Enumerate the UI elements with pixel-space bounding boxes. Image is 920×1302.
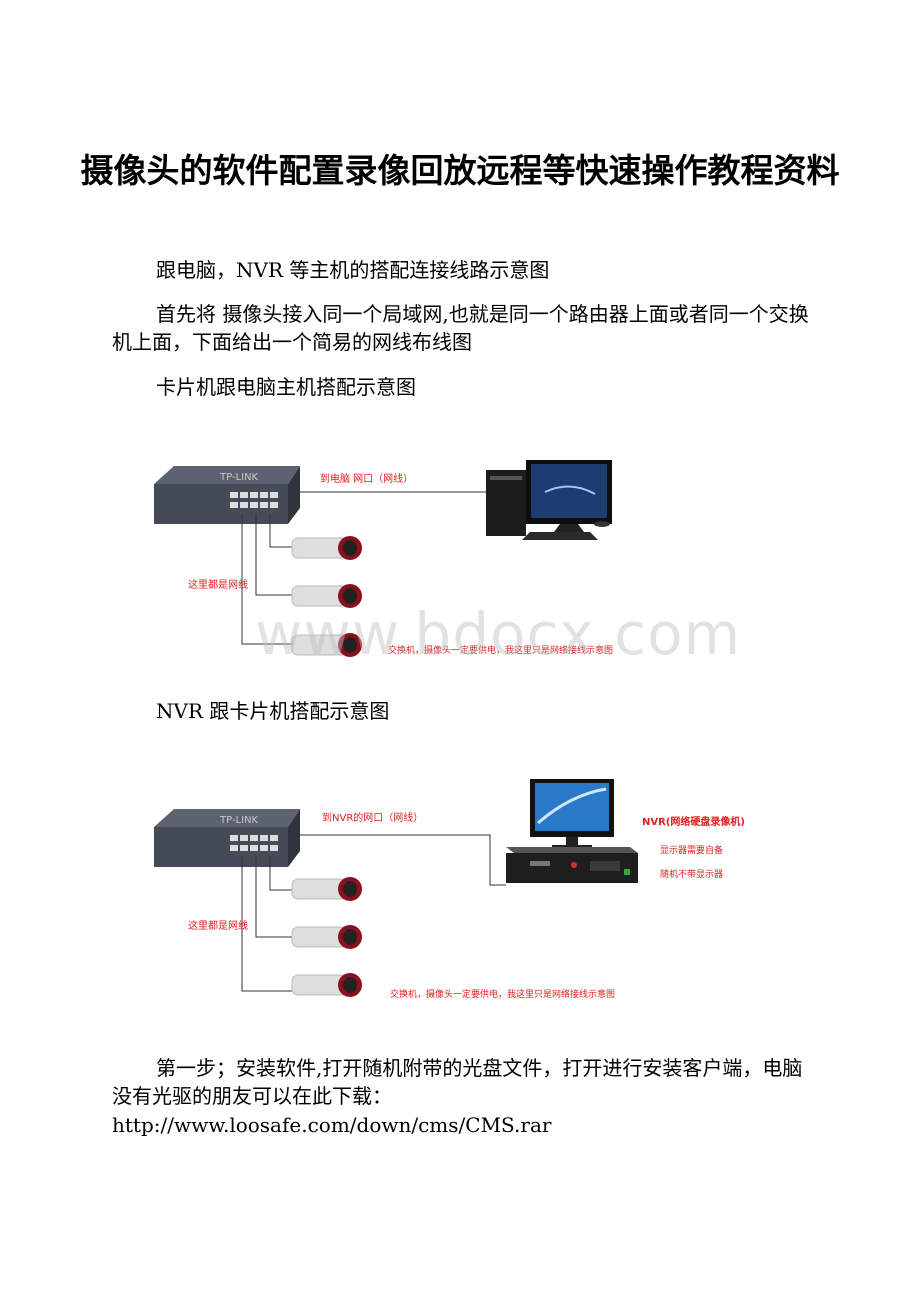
watermark: www.bdocx.com	[255, 600, 742, 668]
monitor-icon	[530, 779, 614, 849]
label-cables: 这里都是网线	[188, 578, 248, 591]
paragraph-lan: 首先将 摄像头接入同一个局域网,也就是同一个路由器上面或者同一个交换机上面，下面…	[112, 302, 809, 354]
nvr-note-monitor: 显示器需要自备	[660, 844, 723, 856]
camera-icon	[291, 584, 362, 608]
network-switch-icon: TP-LINK	[154, 466, 300, 524]
label-cables: 这里都是网线	[188, 919, 248, 932]
label-to-nvr: 到NVR的网口（网线）	[322, 811, 423, 824]
camera-icon	[291, 536, 362, 560]
label-note: 交换机，摄像头一定要供电，我这里只是网络接线示意图	[388, 644, 613, 656]
camera-icon	[291, 973, 362, 997]
download-link[interactable]: http://www.loosafe.com/down/cms/CMS.rar	[112, 1113, 552, 1137]
document-title: 摄像头的软件配置录像回放远程等快速操作教程资料	[80, 151, 840, 190]
paragraph-intro: 跟电脑，NVR 等主机的搭配连接线路示意图	[156, 258, 550, 282]
paragraph-diagram1-caption: 卡片机跟电脑主机搭配示意图	[156, 375, 416, 399]
camera-icon	[291, 633, 362, 657]
switch-brand: TP-LINK	[219, 472, 259, 483]
paragraph-diagram2-caption: NVR 跟卡片机搭配示意图	[156, 699, 390, 723]
nvr-note-no-monitor: 随机不带显示器	[660, 868, 723, 880]
network-switch-icon: TP-LINK	[154, 809, 300, 867]
wiring-diagram-pc: TP-LINK 到电脑 网口（网线） 这里都是网线	[154, 460, 613, 657]
computer-icon	[486, 460, 612, 540]
nvr-title: NVR(网络硬盘录像机)	[642, 815, 745, 828]
label-to-pc: 到电脑 网口（网线）	[320, 472, 413, 485]
camera-icon	[291, 925, 362, 949]
camera-icon	[291, 877, 362, 901]
paragraph-step1: 第一步；安装软件,打开随机附带的光盘文件，打开进行安装客户端，电脑没有光驱的朋友…	[112, 1056, 803, 1108]
switch-brand: TP-LINK	[219, 815, 259, 826]
wiring-diagram-nvr: TP-LINK 到NVR的网口（网线） NVR(网络硬盘录像机) 显示器需要自备…	[154, 779, 745, 1000]
nvr-recorder-icon	[506, 847, 638, 883]
label-note: 交换机，摄像头一定要供电，我这里只是网络接线示意图	[390, 988, 615, 1000]
